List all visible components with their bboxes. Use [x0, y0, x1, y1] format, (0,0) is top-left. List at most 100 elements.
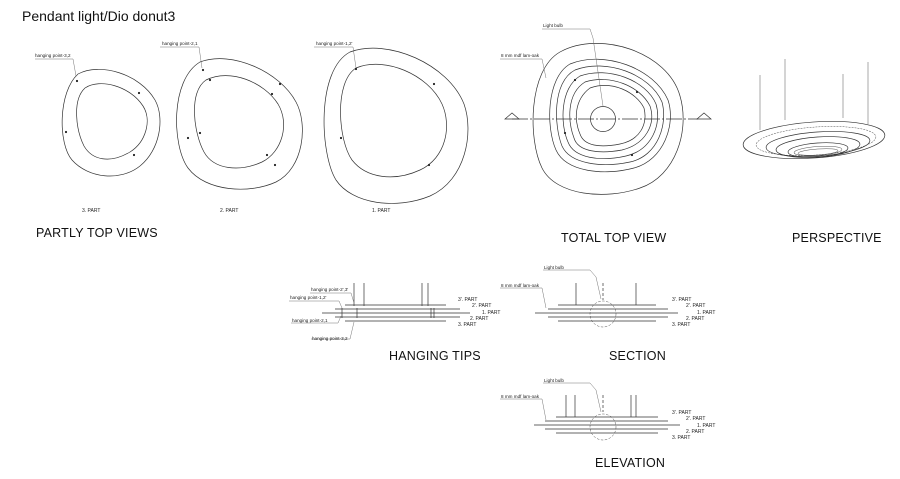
callout-hanging-point-2p-3p: hanging point-2',3' [311, 287, 348, 292]
callout-leader [310, 292, 355, 304]
hanging-point-dot [563, 131, 567, 135]
part-1-inner-outline [340, 63, 447, 178]
callout-leader [291, 315, 342, 324]
light-bulb-hidden-circle [589, 300, 617, 328]
callout-leader [311, 321, 355, 340]
hanging-point-dot [427, 163, 431, 167]
hanging-point-dot [186, 136, 190, 140]
callout-leader [314, 46, 357, 69]
light-bulb-hidden-circle [589, 413, 617, 441]
hanging-point-dot [137, 91, 141, 95]
hanging-point-dot [132, 153, 136, 157]
hanging-point-dot [630, 153, 634, 157]
perspective-ring [742, 121, 886, 159]
callout-leader [35, 58, 77, 77]
part-label-3: 3. PART [672, 322, 690, 328]
part-2-inner-outline [194, 75, 284, 169]
hanging-point-dot [64, 130, 68, 134]
callout-hanging-point-2-1: hanging point-2,1 [292, 318, 328, 323]
section-marker-right-icon [696, 112, 712, 120]
callout-hanging-point-3-2: hanging point-3,2 [312, 336, 348, 341]
hanging-point-dot [208, 78, 212, 82]
part-1-outer-outline [323, 47, 469, 204]
callout-material: 8 mm mdf lam-oak [501, 53, 540, 58]
callout-hanging-point-1-2: hanging point-1,2' [316, 41, 353, 46]
partly-top-views-title: PARTLY TOP VIEWS [36, 226, 158, 240]
part-label-1: 1. PART [697, 310, 715, 316]
ring-outline [549, 58, 671, 173]
hanging-point-dot [635, 90, 639, 94]
part-2-outer-outline [176, 58, 303, 190]
elevation-title: ELEVATION [595, 456, 666, 470]
part-label-3: 3. PART [458, 322, 476, 328]
part-3-top-view: hanging point-3,2 3. PART [35, 53, 161, 214]
perspective-ring [787, 142, 849, 158]
callout-leader [500, 287, 547, 309]
hanging-point-dot [278, 82, 282, 86]
part-3-outer-outline [61, 69, 161, 177]
part-2-label: 2. PART [220, 208, 238, 214]
ring-outline [556, 65, 665, 165]
callout-material: 8 mm mdf lam-oak [501, 283, 540, 288]
callout-leader [500, 398, 547, 421]
perspective-ring [797, 148, 839, 156]
perspective-ring [765, 131, 871, 157]
part-label-2: 2. PART [470, 316, 488, 322]
callout-leader [543, 269, 602, 300]
perspective-ring [793, 145, 843, 157]
ring-outline [569, 79, 653, 153]
section-title: SECTION [609, 349, 666, 363]
hanging-tips-title: HANGING TIPS [389, 349, 481, 363]
part-1-top-view: hanging point-1,2' 1. PART [314, 41, 469, 214]
part-label-2prime: 2'. PART [686, 303, 705, 309]
ring-outline [575, 85, 646, 147]
callout-leader [543, 382, 602, 413]
part-1-label: 1. PART [372, 208, 390, 214]
callout-hanging-point-3-2: hanging point-3,2 [35, 53, 71, 58]
part-label-3: 3. PART [672, 435, 690, 441]
part-label-3prime: 3'. PART [672, 410, 691, 416]
hanging-point-dot [354, 67, 358, 71]
callout-material: 8 mm mdf lam-oak [501, 394, 540, 399]
callout-light-bulb: Light bulb [544, 265, 564, 270]
hanging-point-dot [273, 163, 277, 167]
hanging-point-dot [75, 79, 79, 83]
hanging-point-dot [270, 92, 274, 96]
part-label-3prime: 3'. PART [672, 297, 691, 303]
callout-hanging-point-2-1: hanging point-2,1 [162, 41, 198, 46]
perspective-title: PERSPECTIVE [792, 231, 882, 245]
part-label-1: 1. PART [482, 310, 500, 316]
hanging-point-dot [198, 131, 202, 135]
part-3-label: 3. PART [82, 208, 100, 214]
ring-outline [562, 72, 658, 159]
callout-hanging-point-1-2p: hanging point-1,2' [290, 295, 327, 300]
part-label-2: 2. PART [686, 429, 704, 435]
part-label-1: 1. PART [697, 423, 715, 429]
part-label-2prime: 2'. PART [472, 303, 491, 309]
elevation-view: Light bulb 8 mm mdf lam-oak 3'. PART 2'.… [500, 378, 715, 441]
total-top-view: Light bulb 8 mm mdf lam-oak [500, 23, 712, 195]
hanging-point-dot [432, 82, 436, 86]
ring-outline [532, 43, 684, 195]
perspective-view [742, 59, 886, 159]
callout-leader [500, 58, 547, 79]
section-marker-left-icon [504, 112, 520, 120]
section-view: Light bulb 8 mm mdf lam-oak 3'. PART 2'.… [500, 265, 715, 328]
total-top-view-title: TOTAL TOP VIEW [561, 231, 667, 245]
part-2-top-view: hanging point-2,1 2. PART [160, 41, 303, 214]
callout-light-bulb: Light bulb [544, 378, 564, 383]
hanging-point-dot [339, 136, 343, 140]
hanging-point-dot [265, 153, 269, 157]
callout-light-bulb: Light bulb [543, 23, 563, 28]
part-label-2: 2. PART [686, 316, 704, 322]
part-label-2prime: 2'. PART [686, 416, 705, 422]
hanging-point-dot [201, 68, 205, 72]
callout-leader [160, 46, 203, 69]
callout-leader [542, 28, 604, 107]
hanging-point-dot [573, 78, 577, 82]
callout-leader [289, 300, 343, 309]
part-label-3prime: 3'. PART [458, 297, 477, 303]
hanging-tips-view: hanging point-2',3' hanging point-1,2' h… [289, 283, 500, 341]
